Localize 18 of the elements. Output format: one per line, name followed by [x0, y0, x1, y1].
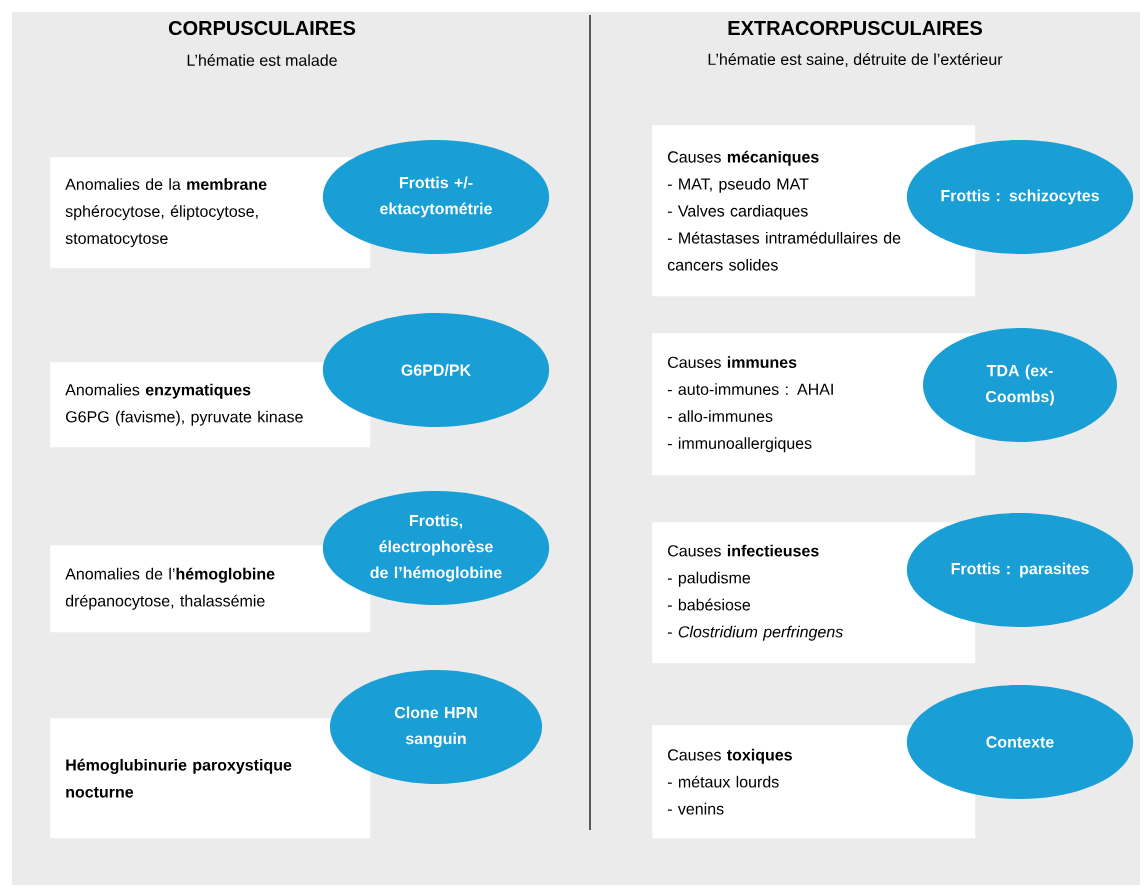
column-subtitle: L’hématie est saine, détruite de l’extérieur [708, 53, 1003, 67]
cause-box: Anomalies enzymatiques G6PG (favisme), pyruvate kinase [50, 362, 371, 448]
test-oval: Clone HPN sanguin [329, 670, 543, 784]
column-heading: EXTRACORPUSCULAIRES [728, 20, 982, 36]
test-oval: G6PD/PK [322, 313, 550, 427]
column-heading: CORPUSCULAIRES [168, 20, 356, 36]
cause-box: Causes toxiques - métaux lourds - venins [652, 725, 976, 839]
test-oval: TDA (ex-Coombs) [923, 328, 1117, 442]
column-subtitle: L’hématie est malade [187, 54, 337, 66]
cause-box: Anomalies de la membrane sphérocytose, éliptocytose, stomatocytose [50, 157, 371, 269]
test-oval: Frottis +/- ektacytométrie [322, 140, 550, 254]
test-oval: Frottis : schizocytes [906, 140, 1134, 254]
test-oval: Contexte [906, 685, 1134, 799]
test-oval: Frottis, électrophorèse de l’hémoglobine [322, 491, 550, 605]
cause-box: Anomalies de l’hémoglobine drépanocytose, thalassémie [50, 545, 371, 633]
test-oval: Frottis : parasites [906, 513, 1134, 627]
cause-box: Hémoglubinurie paroxystique nocturne [50, 718, 371, 839]
cause-box: Causes immunes - auto-immunes : AHAI - allo-immunes - immunoallergiques [652, 333, 976, 476]
